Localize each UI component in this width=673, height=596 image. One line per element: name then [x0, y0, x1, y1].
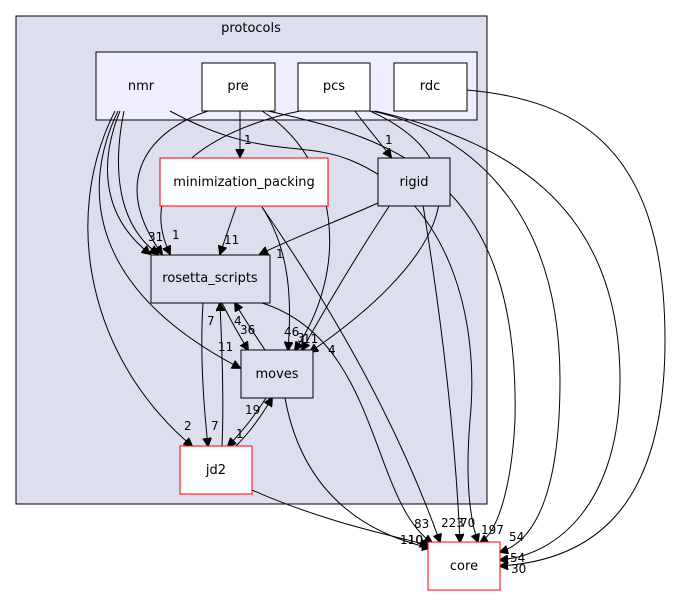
edge-label: 11	[303, 332, 318, 346]
edges	[87, 89, 666, 566]
cluster-protocols-label: protocols	[221, 21, 281, 36]
edge-jd2-rosetta-scripts	[220, 303, 223, 447]
edge-label: 19	[245, 403, 260, 417]
edge-pcs-core-b	[374, 110, 621, 560]
edge-minimization-packing-core	[261, 206, 440, 542]
edge-minimization-packing-moves	[261, 206, 290, 350]
edge-rigid-rosetta-scripts	[260, 202, 379, 254]
edge-pcs-rigid	[354, 110, 391, 157]
edge-pcs-moves	[310, 110, 441, 352]
node-rigid-label: rigid	[399, 175, 428, 190]
edge-label: 11	[224, 233, 239, 247]
edge-nmr-jd2	[87, 110, 192, 446]
edge-label: 7	[211, 419, 219, 433]
edge-label: 1	[385, 133, 393, 147]
node-jd2[interactable]: jd2	[179, 445, 253, 495]
edge-label: 31	[148, 230, 163, 244]
node-minimization-packing-label: minimization_packing	[173, 175, 315, 190]
node-pre[interactable]: pre	[201, 62, 276, 112]
node-core-label: core	[450, 559, 478, 574]
edge-label: 54	[510, 551, 525, 565]
node-rigid[interactable]: rigid	[377, 157, 451, 207]
node-rdc[interactable]: rdc	[393, 62, 468, 112]
edge-label: 10	[408, 533, 423, 547]
cluster-nmr-label: nmr	[128, 79, 155, 94]
edge-pre-rosetta-scripts	[136, 110, 209, 254]
node-moves[interactable]: moves	[240, 349, 314, 399]
edge-label: 70	[460, 516, 475, 530]
edge-label: 54	[509, 530, 524, 544]
edge-label: 1	[236, 427, 244, 441]
edge-labels: 1 1 31 1 11 1 4 36 7 7 11 46 3 11 4 2 1 …	[148, 133, 526, 576]
edge-rigid-core	[422, 204, 460, 542]
node-minimization-packing[interactable]: minimization_packing	[159, 157, 329, 207]
edge-nmr-core	[169, 110, 478, 542]
node-jd2-label: jd2	[205, 463, 226, 478]
edge-jd2-core	[251, 489, 428, 545]
node-moves-label: moves	[255, 367, 298, 382]
node-rdc-label: rdc	[420, 79, 441, 94]
node-core[interactable]: core	[427, 541, 501, 591]
edge-jd2-moves	[235, 398, 272, 447]
edge-label: 2	[184, 419, 192, 433]
node-pre-label: pre	[227, 79, 248, 94]
edge-label: 7	[207, 314, 215, 328]
edge-label: 4	[328, 343, 336, 357]
edge-minimization-packing-rosetta-scripts	[220, 206, 237, 254]
edge-moves-core	[284, 397, 430, 548]
edge-nmr-moves	[98, 110, 240, 368]
edge-label: 46	[284, 325, 299, 339]
edge-label: 11	[218, 340, 233, 354]
edge-label: 4	[234, 314, 242, 328]
node-pcs-label: pcs	[323, 79, 345, 94]
node-pcs[interactable]: pcs	[297, 62, 371, 112]
edge-label: 223	[441, 516, 464, 530]
edge-label: 1	[172, 228, 180, 242]
edge-label: 3	[297, 331, 305, 345]
edge-label: 83	[414, 517, 429, 531]
edge-moves-jd2	[228, 397, 267, 446]
edge-rdc-core	[466, 89, 666, 566]
node-rosetta-scripts-label: rosetta_scripts	[162, 271, 258, 286]
edge-nmr-rosetta-scripts-a	[107, 110, 150, 254]
edge-rosetta-scripts-core	[261, 302, 432, 543]
edge-moves-rosetta-scripts	[235, 303, 266, 351]
edge-pcs-core-a	[371, 110, 561, 552]
edge-pre-core	[267, 110, 516, 543]
edge-label: 36	[240, 323, 255, 337]
edge-label: 1	[276, 247, 284, 261]
edge-label: 110	[400, 533, 423, 547]
edge-nmr-rosetta-scripts-b	[118, 110, 158, 254]
edge-label: 1	[244, 133, 252, 147]
edge-label: 197	[481, 523, 504, 537]
edge-label: 30	[511, 562, 526, 576]
edge-pre-moves	[261, 110, 331, 350]
node-rosetta-scripts[interactable]: rosetta_scripts	[150, 254, 271, 304]
edge-rosetta-scripts-jd2	[201, 302, 208, 446]
